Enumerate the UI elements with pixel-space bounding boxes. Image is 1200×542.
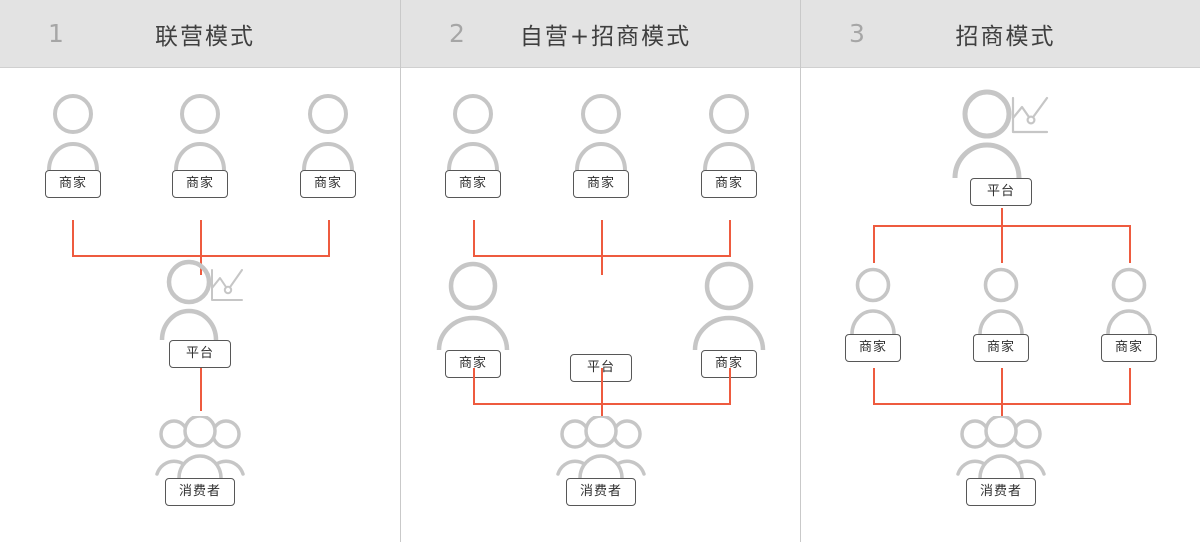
connector-vertical: [1129, 225, 1131, 263]
connector-vertical: [72, 220, 74, 257]
person-icon: [687, 260, 771, 350]
connector-vertical: [873, 368, 875, 405]
node-label: 商家: [700, 170, 757, 198]
node-merchant-3a[interactable]: 商家: [844, 266, 902, 362]
panel-1-header: 1 联营模式: [0, 0, 400, 68]
node-label: 消费者: [565, 478, 636, 506]
connector-vertical: [473, 220, 475, 257]
connector-vertical: [729, 368, 731, 405]
connector-vertical: [601, 220, 603, 275]
node-consumer-2[interactable]: 消费者: [554, 416, 648, 506]
person-icon: [171, 92, 229, 170]
node-platform-3[interactable]: 平台: [947, 88, 1055, 206]
node-label: 消费者: [965, 478, 1036, 506]
panel-2-title: 自营+招商模式: [519, 23, 692, 50]
person-with-chart-icon: [152, 258, 248, 340]
connector-vertical: [601, 368, 603, 423]
node-label: 商家: [1100, 334, 1158, 362]
connector-vertical: [473, 368, 475, 405]
connector-vertical: [1001, 208, 1003, 263]
connector-vertical: [200, 220, 202, 275]
node-merchant-2e[interactable]: 商家: [687, 260, 771, 378]
person-icon: [975, 266, 1027, 334]
node-label: 商家: [444, 170, 501, 198]
connector-vertical: [1129, 368, 1131, 405]
panel-2-diagram: 商家 商家 商家: [401, 68, 801, 542]
node-merchant-3b[interactable]: 商家: [972, 266, 1030, 362]
person-icon: [431, 260, 515, 350]
panel-1-number: 1: [48, 19, 64, 48]
node-label: 商家: [572, 170, 629, 198]
node-merchant-2d[interactable]: 商家: [431, 260, 515, 378]
connector-horizontal: [72, 255, 330, 257]
panel-3-header: 3 招商模式: [801, 0, 1200, 68]
node-merchant-1c[interactable]: 商家: [299, 92, 357, 198]
node-label: 商家: [700, 350, 757, 378]
panel-1-title: 联营模式: [155, 23, 255, 50]
connector-horizontal: [873, 225, 1131, 227]
panel-2-number: 2: [449, 19, 465, 48]
panel-3-title: 招商模式: [955, 23, 1056, 50]
people-group-icon: [153, 416, 247, 478]
person-icon: [700, 92, 758, 170]
node-label: 商家: [299, 170, 356, 198]
connector-vertical: [328, 220, 330, 257]
node-label: 商家: [171, 170, 228, 198]
person-with-chart-icon: [947, 88, 1055, 178]
people-group-icon: [954, 416, 1048, 478]
person-icon: [299, 92, 357, 170]
connector-horizontal: [473, 255, 731, 257]
node-label: 平台: [168, 340, 231, 368]
node-merchant-1b[interactable]: 商家: [171, 92, 229, 198]
chart-badge-icon: [1011, 96, 1049, 134]
node-label: 平台: [969, 178, 1032, 206]
panel-1-diagram: 商家 商家 商家: [0, 68, 400, 542]
connector-vertical: [873, 225, 875, 263]
connector-horizontal: [473, 403, 731, 405]
node-platform-1[interactable]: 平台: [152, 258, 248, 368]
person-icon: [1103, 266, 1155, 334]
person-icon: [847, 266, 899, 334]
person-icon: [444, 92, 502, 170]
panel-2-header: 2 自营+招商模式: [401, 0, 800, 68]
connector-vertical: [729, 220, 731, 257]
connector-horizontal: [873, 403, 1131, 405]
node-label: 消费者: [164, 478, 235, 506]
node-merchant-2a[interactable]: 商家: [444, 92, 502, 198]
panel-mode-2: 2 自营+招商模式 商家: [400, 0, 800, 542]
node-label: 商家: [44, 170, 101, 198]
node-merchant-3c[interactable]: 商家: [1100, 266, 1158, 362]
node-label: 商家: [844, 334, 902, 362]
person-icon: [44, 92, 102, 170]
node-merchant-1a[interactable]: 商家: [44, 92, 102, 198]
node-label: 商家: [444, 350, 501, 378]
node-merchant-2c[interactable]: 商家: [700, 92, 758, 198]
person-icon: [572, 92, 630, 170]
node-merchant-2b[interactable]: 商家: [572, 92, 630, 198]
people-group-icon: [554, 416, 648, 478]
panel-3-number: 3: [849, 19, 865, 48]
node-consumer-1[interactable]: 消费者: [153, 416, 247, 506]
node-label: 商家: [972, 334, 1030, 362]
node-consumer-3[interactable]: 消费者: [954, 416, 1048, 506]
panel-mode-1: 1 联营模式 商家: [0, 0, 400, 542]
chart-badge-icon: [211, 269, 243, 301]
connector-vertical: [1001, 368, 1003, 423]
panel-3-diagram: 平台 商家: [801, 68, 1200, 542]
connector-vertical: [200, 368, 202, 411]
panel-mode-3: 3 招商模式 平台: [800, 0, 1200, 542]
